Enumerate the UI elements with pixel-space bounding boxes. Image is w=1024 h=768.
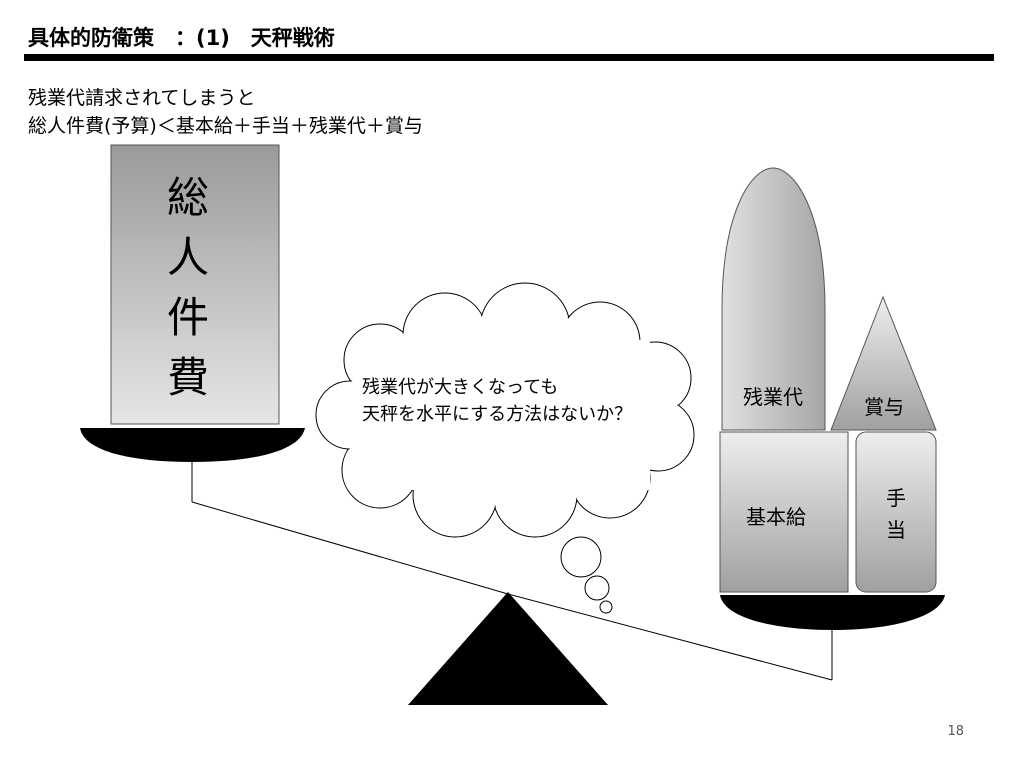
base-salary-block	[719, 431, 849, 593]
allowance-block	[855, 431, 937, 593]
bonus-label: 賞与	[864, 395, 904, 419]
base-salary-label: 基本給	[746, 505, 806, 529]
overtime-pay-shape	[721, 167, 826, 431]
left-block-char-3: 件	[167, 293, 209, 342]
thought-cloud-cover	[317, 284, 693, 536]
left-block-char-1: 総	[167, 173, 209, 222]
fulcrum-triangle	[408, 592, 608, 705]
title-divider	[24, 54, 994, 61]
thought-bubble-small	[599, 600, 613, 614]
thought-bubble-large	[560, 536, 602, 578]
subtitle-line-1: 残業代請求されてしまうと	[28, 87, 256, 109]
allowance-char-1: 手	[886, 486, 906, 510]
subtitle-line-2: 総人件費(予算)＜基本給＋手当＋残業代＋賞与	[28, 115, 423, 137]
lever-beam-right	[507, 593, 833, 681]
lever-beam-left	[191, 501, 509, 595]
allowance-char-2: 当	[886, 518, 906, 542]
thought-line-1: 残業代が大きくなっても	[362, 377, 558, 398]
left-block-char-4: 費	[167, 353, 209, 402]
bonus-triangle	[830, 295, 937, 431]
left-block-char-2: 人	[167, 233, 209, 282]
total-labor-cost-block	[110, 144, 280, 425]
right-pan	[720, 595, 945, 630]
thought-bubble-medium	[584, 575, 610, 601]
left-pan	[80, 428, 305, 462]
page-number: 18	[947, 724, 964, 739]
thought-line-2: 天秤を水平にする方法はないか？	[362, 404, 632, 425]
overtime-pay-label: 残業代	[743, 385, 803, 409]
page-title: 具体的防衛策 ：(1) 天秤戦術	[28, 26, 335, 50]
